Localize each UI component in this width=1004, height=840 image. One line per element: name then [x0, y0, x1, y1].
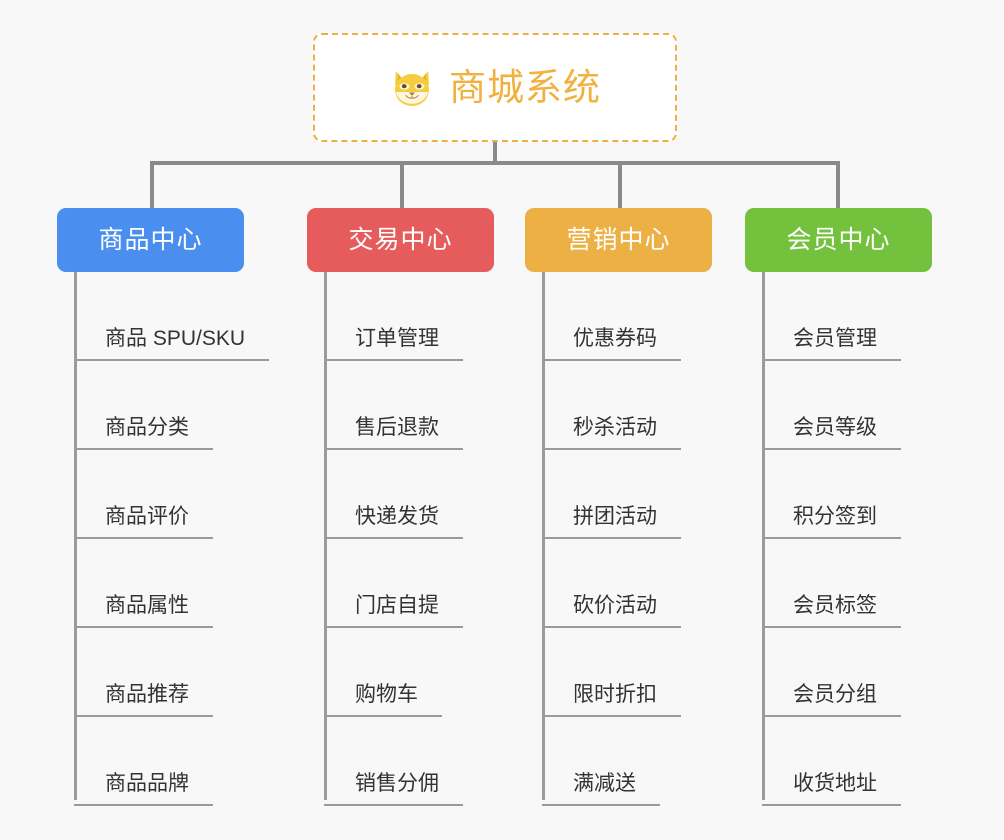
leaf-label: 售后退款	[324, 417, 463, 450]
leaf-item[interactable]: 商品评价	[74, 450, 269, 539]
leaf-item[interactable]: 满减送	[542, 717, 681, 806]
connector-drop-1	[150, 161, 154, 209]
branch-product-center: 商品中心 商品 SPU/SKU 商品分类 商品评价 商品属性 商品推荐 商品品牌	[57, 208, 270, 806]
leaf-label: 会员等级	[762, 417, 901, 450]
leaf-label: 限时折扣	[542, 684, 681, 717]
leaf-label: 商品属性	[74, 595, 213, 628]
leaf-list-marketing-center: 优惠券码 秒杀活动 拼团活动 砍价活动 限时折扣 满减送	[542, 272, 681, 806]
leaf-item[interactable]: 商品属性	[74, 539, 269, 628]
leaf-item[interactable]: 订单管理	[324, 272, 463, 361]
category-header-trade-center[interactable]: 交易中心	[307, 208, 494, 272]
branch-marketing-center: 营销中心 优惠券码 秒杀活动 拼团活动 砍价活动 限时折扣 满减送	[525, 208, 712, 806]
leaf-label: 会员管理	[762, 328, 901, 361]
leaf-label: 砍价活动	[542, 595, 681, 628]
connector-drop-4	[836, 161, 840, 209]
leaf-label: 快递发货	[324, 506, 463, 539]
leaf-item[interactable]: 销售分佣	[324, 717, 463, 806]
leaf-label: 满减送	[542, 773, 660, 806]
leaf-item[interactable]: 限时折扣	[542, 628, 681, 717]
leaf-item[interactable]: 会员分组	[762, 628, 901, 717]
leaf-label: 会员标签	[762, 595, 901, 628]
leaf-label: 拼团活动	[542, 506, 681, 539]
branch-spine-marketing-center	[542, 272, 545, 800]
root-node[interactable]: 商城系统	[313, 33, 677, 142]
leaf-item[interactable]: 会员等级	[762, 361, 901, 450]
leaf-item[interactable]: 积分签到	[762, 450, 901, 539]
leaf-label: 销售分佣	[324, 773, 463, 806]
root-title: 商城系统	[449, 67, 601, 108]
leaf-label: 商品推荐	[74, 684, 213, 717]
leaf-label: 门店自提	[324, 595, 463, 628]
leaf-list-trade-center: 订单管理 售后退款 快递发货 门店自提 购物车 销售分佣	[324, 272, 463, 806]
leaf-label: 秒杀活动	[542, 417, 681, 450]
leaf-label: 商品分类	[74, 417, 213, 450]
leaf-item[interactable]: 商品品牌	[74, 717, 269, 806]
leaf-label: 积分签到	[762, 506, 901, 539]
leaf-label: 商品品牌	[74, 773, 213, 806]
leaf-label: 收货地址	[762, 773, 901, 806]
branch-trade-center: 交易中心 订单管理 售后退款 快递发货 门店自提 购物车 销售分佣	[307, 208, 494, 806]
leaf-label: 购物车	[324, 684, 442, 717]
leaf-item[interactable]: 商品推荐	[74, 628, 269, 717]
branch-member-center: 会员中心 会员管理 会员等级 积分签到 会员标签 会员分组 收货地址	[745, 208, 932, 806]
category-header-member-center[interactable]: 会员中心	[745, 208, 932, 272]
connector-bus	[150, 161, 840, 165]
connector-drop-2	[400, 161, 404, 209]
leaf-item[interactable]: 会员标签	[762, 539, 901, 628]
leaf-list-member-center: 会员管理 会员等级 积分签到 会员标签 会员分组 收货地址	[762, 272, 901, 806]
connector-drop-3	[618, 161, 622, 209]
connector-root-stem	[493, 142, 497, 164]
leaf-label: 优惠券码	[542, 328, 681, 361]
leaf-label: 商品 SPU/SKU	[74, 328, 270, 361]
leaf-item[interactable]: 优惠券码	[542, 272, 681, 361]
leaf-item[interactable]: 购物车	[324, 628, 463, 717]
leaf-item[interactable]: 售后退款	[324, 361, 463, 450]
leaf-item[interactable]: 砍价活动	[542, 539, 681, 628]
leaf-item[interactable]: 快递发货	[324, 450, 463, 539]
leaf-item[interactable]: 收货地址	[762, 717, 901, 806]
category-header-product-center[interactable]: 商品中心	[57, 208, 244, 272]
leaf-label: 商品评价	[74, 506, 213, 539]
branch-spine-member-center	[762, 272, 765, 800]
leaf-item[interactable]: 商品 SPU/SKU	[74, 272, 270, 361]
branch-spine-trade-center	[324, 272, 327, 800]
leaf-label: 订单管理	[324, 328, 463, 361]
leaf-item[interactable]: 秒杀活动	[542, 361, 681, 450]
shiba-dog-face-icon	[389, 65, 435, 111]
category-header-marketing-center[interactable]: 营销中心	[525, 208, 712, 272]
leaf-label: 会员分组	[762, 684, 901, 717]
branch-spine-product-center	[74, 272, 77, 800]
leaf-item[interactable]: 会员管理	[762, 272, 901, 361]
leaf-item[interactable]: 拼团活动	[542, 450, 681, 539]
leaf-item[interactable]: 商品分类	[74, 361, 269, 450]
leaf-list-product-center: 商品 SPU/SKU 商品分类 商品评价 商品属性 商品推荐 商品品牌	[74, 272, 270, 806]
leaf-item[interactable]: 门店自提	[324, 539, 463, 628]
